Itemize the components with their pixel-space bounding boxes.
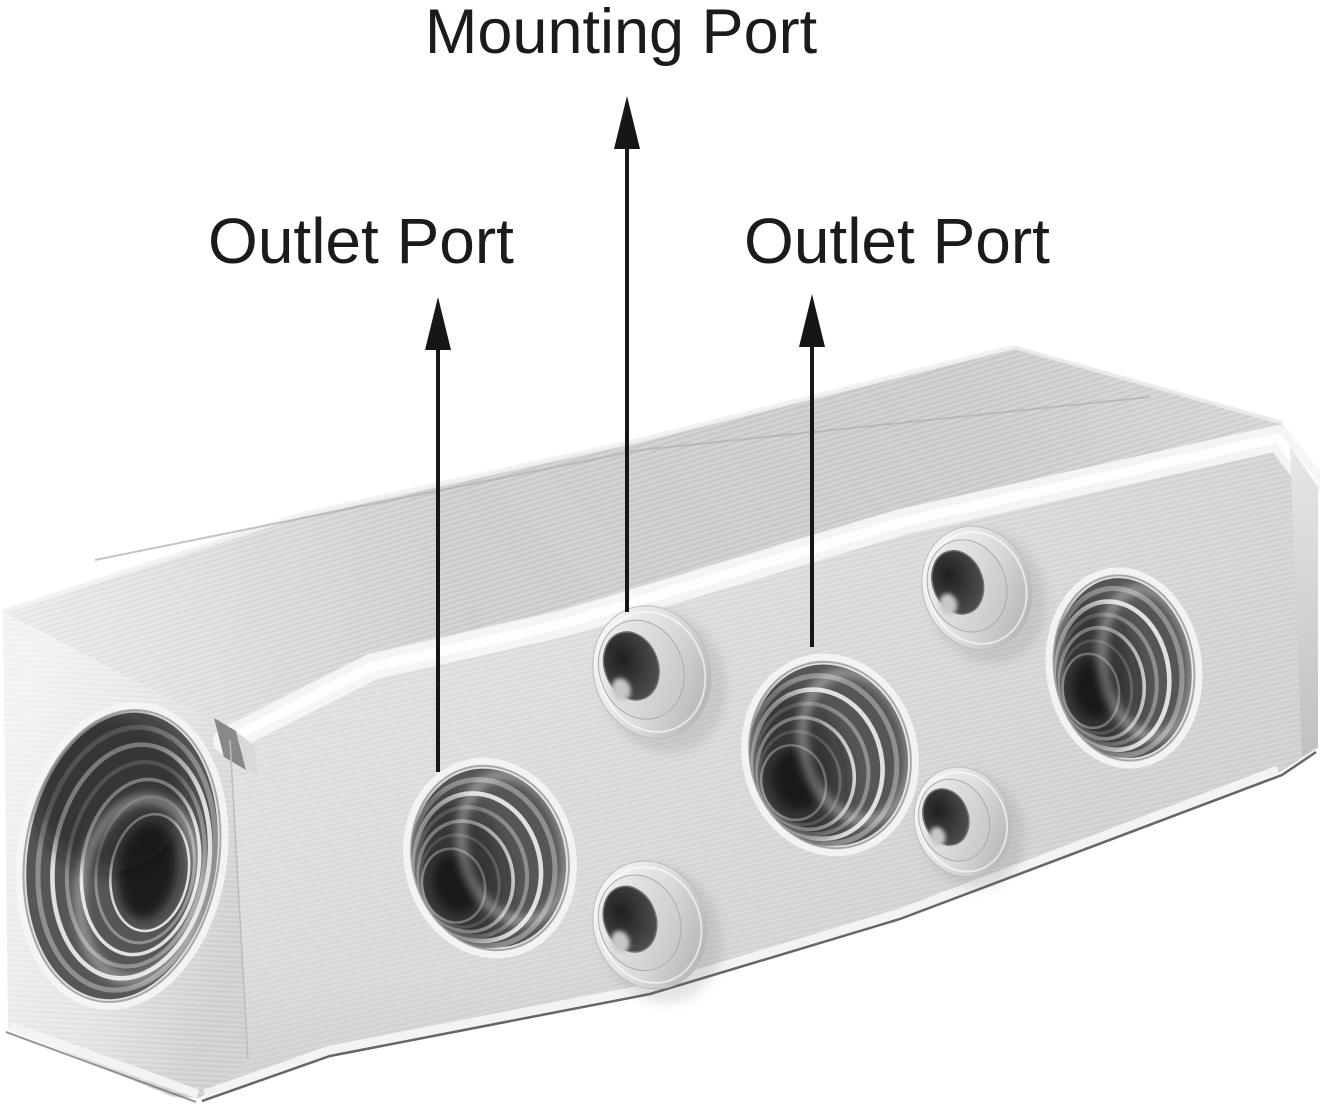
mounting-port-hole-3 xyxy=(592,860,723,1004)
mounting-port-arrow xyxy=(614,96,640,612)
top-face-brush-texture xyxy=(3,347,1283,726)
mounting-port-arrow-head xyxy=(614,96,640,149)
annotation-arrows xyxy=(425,96,825,772)
bottom-front-edge-line xyxy=(201,750,1317,1103)
left-corner-chamfer-light xyxy=(236,731,258,776)
outlet-port-hole-2 xyxy=(741,653,919,857)
outlet-port-label-right: Outlet Port xyxy=(744,205,1050,277)
bottom-left-edge-line xyxy=(5,1031,197,1103)
block-right-end-face xyxy=(1290,446,1318,756)
mounting-port-label: Mounting Port xyxy=(424,0,818,67)
ridge-chamfer-highlight xyxy=(221,433,1317,746)
outlet-port-arrow-left-head xyxy=(425,297,451,350)
outlet-port-label-left: Outlet Port xyxy=(208,205,514,277)
inlet-port-hole xyxy=(15,702,229,1010)
mounting-port-hole-2 xyxy=(921,525,1047,664)
bottom-left-bevel-highlight xyxy=(8,1021,200,1099)
outlet-port-hole-3 xyxy=(1045,567,1203,769)
outlet-port-arrow-left xyxy=(425,297,451,772)
top-back-edge-highlight xyxy=(2,344,1014,615)
mounting-port-hole-1 xyxy=(592,605,727,754)
top-face-seam-line xyxy=(94,396,1151,561)
top-right-edge-highlight xyxy=(1012,345,1284,425)
left-front-edge-line xyxy=(229,739,249,1061)
outlet-port-arrow-right xyxy=(799,294,825,647)
outlet-port-arrow-right-head xyxy=(799,294,825,347)
manifold-block xyxy=(2,344,1320,1103)
mounting-port-hole-4 xyxy=(913,766,1025,890)
outlet-port-hole-1 xyxy=(403,757,577,959)
